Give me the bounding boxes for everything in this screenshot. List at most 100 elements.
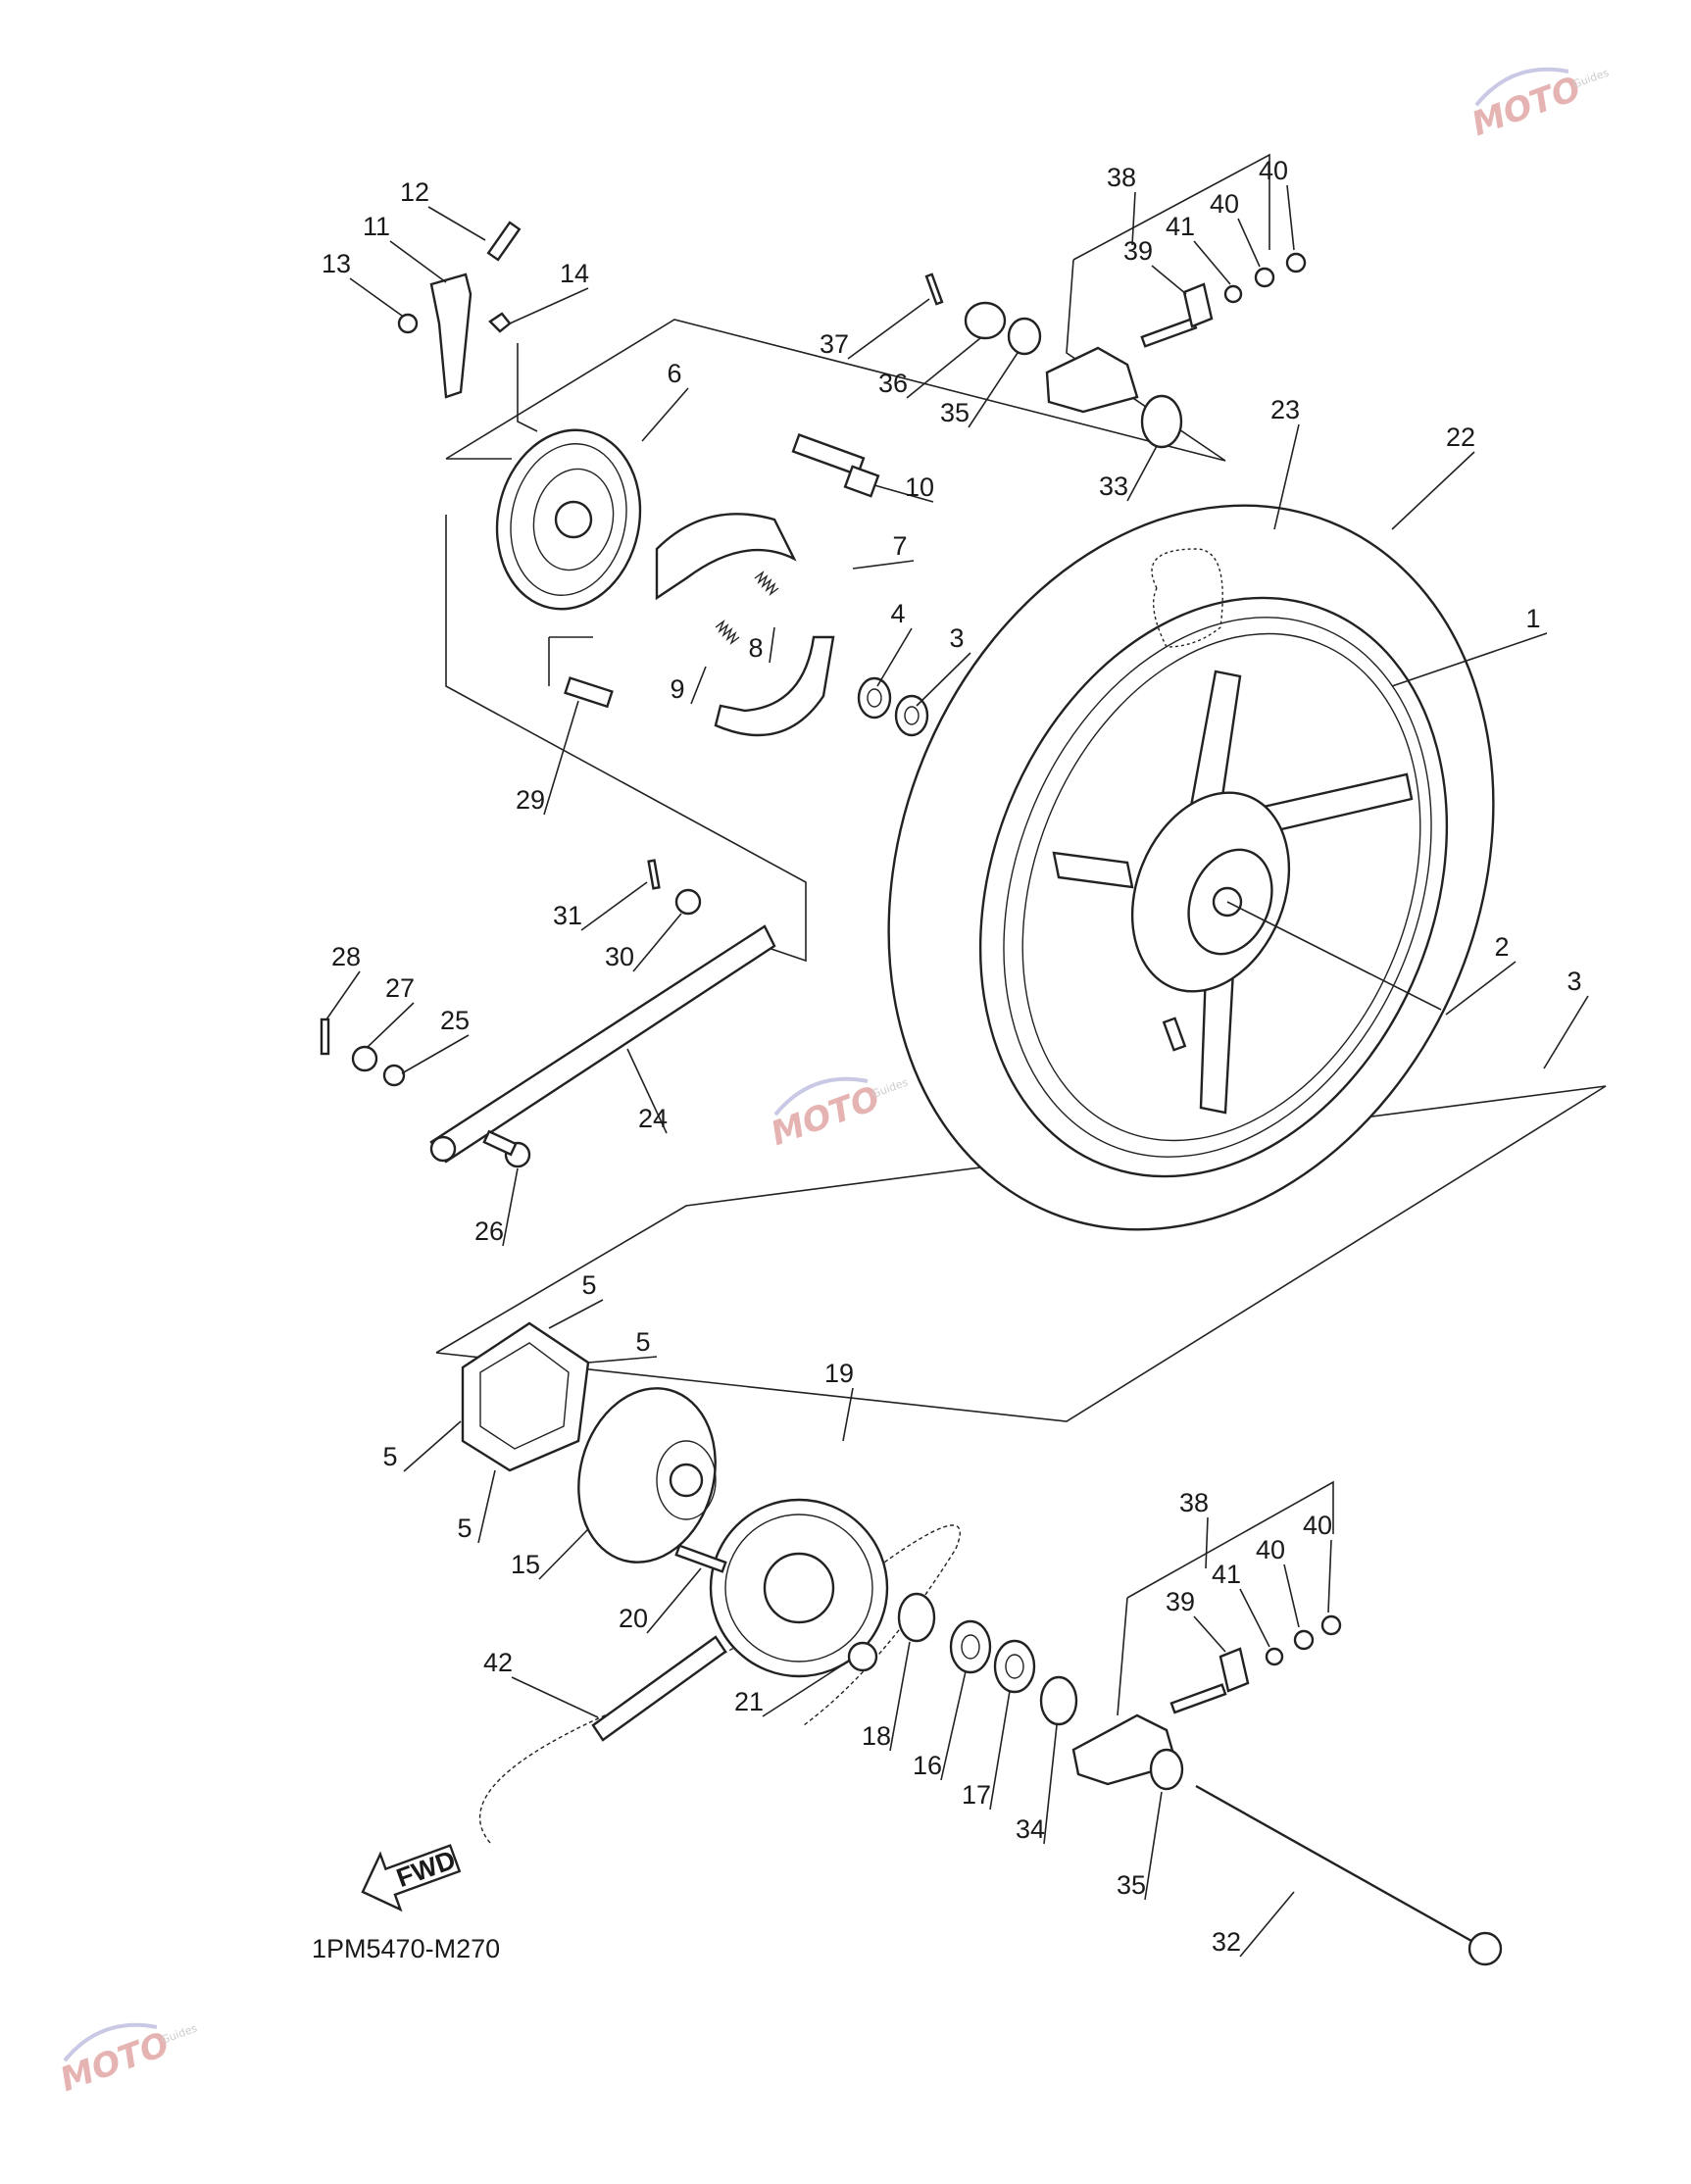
part-callout: 33 (1099, 472, 1128, 501)
moto-guides-logo-icon (1474, 67, 1569, 107)
inner-tube (1151, 548, 1223, 648)
part-callout: 10 (905, 472, 934, 502)
part-callout: 40 (1210, 189, 1239, 219)
leader-line (1327, 1539, 1332, 1613)
part-callout: 9 (670, 674, 684, 704)
leader-line (1391, 632, 1548, 687)
leader-line (1205, 1516, 1209, 1569)
leader-line (646, 1567, 702, 1634)
adjust-bolt-lower (1169, 1683, 1227, 1714)
washer-41-upper (1223, 284, 1243, 304)
leader-line (427, 206, 486, 241)
bearing-16 (949, 1619, 992, 1674)
leader-line (641, 387, 689, 442)
leader-line (876, 627, 913, 687)
damper-5 (461, 1321, 590, 1472)
collar-33 (1140, 394, 1183, 449)
leader-line (842, 1387, 854, 1442)
part-callout: 28 (331, 942, 361, 971)
watermark-logo-middle: MOTO Guides (766, 1075, 910, 1154)
chain-puller-upper (1045, 346, 1139, 414)
nut-40a-lower (1293, 1629, 1315, 1651)
drive-chain-42 (591, 1635, 727, 1742)
nut-40a-upper (1254, 267, 1275, 288)
part-callout: 5 (581, 1270, 596, 1300)
spoke-left (1052, 851, 1134, 889)
part-callout: 2 (1494, 932, 1509, 962)
part-callout: 7 (892, 531, 907, 561)
fwd-arrow-icon: FWD (361, 1844, 462, 1912)
leader-line (1151, 265, 1187, 295)
tension-bar-24 (429, 924, 776, 1164)
part-callout: 13 (322, 249, 351, 278)
part-callout: 24 (638, 1104, 668, 1133)
nut-30 (674, 888, 702, 916)
leader-line (626, 1048, 668, 1134)
watermark-brand: MOTO (1467, 69, 1586, 144)
part-callout: 30 (605, 942, 634, 971)
leader-line (1543, 995, 1589, 1069)
part-callout: 21 (734, 1687, 764, 1716)
part-callout: 4 (890, 599, 905, 628)
part-callout: 12 (400, 177, 429, 207)
upper-chain-puller (924, 252, 1307, 449)
watermark-logo-bottom-left: MOTO Guides (55, 2021, 199, 2100)
rim-inner (1003, 617, 1432, 1158)
brake-assembly (397, 221, 929, 737)
part-callout: 40 (1256, 1535, 1285, 1564)
leader-line (889, 1641, 911, 1752)
leader-line (403, 1420, 462, 1472)
leader-line (762, 1661, 849, 1717)
leader-line (1043, 1724, 1058, 1845)
leader-line (502, 1167, 519, 1247)
leader-line (968, 352, 1019, 428)
plate-39-lower (1219, 1647, 1250, 1693)
watermark-sub: Guides (870, 1075, 910, 1100)
part-callout: 38 (1107, 163, 1136, 192)
spring-9 (715, 619, 740, 646)
brake-shoe-upper (655, 513, 797, 601)
part-callout: 40 (1303, 1511, 1332, 1540)
camshaft-lever (429, 273, 472, 399)
bearing-4 (857, 676, 892, 720)
brake-shoe-lower (714, 635, 835, 737)
leader-line (632, 913, 682, 972)
leader-line (769, 626, 775, 664)
nut-36 (964, 301, 1007, 340)
part-callout: 18 (862, 1721, 891, 1751)
part-callout: 34 (1016, 1814, 1045, 1844)
part-callout: 1 (1525, 604, 1540, 633)
leader-line (580, 881, 648, 931)
fwd-label: FWD (393, 1845, 460, 1893)
part-callout: 20 (619, 1604, 648, 1633)
part-callout: 8 (748, 633, 763, 663)
part-callout: 39 (1166, 1587, 1195, 1616)
leader-line (587, 1356, 658, 1364)
watermark-logo-top-right: MOTO Guides (1467, 66, 1611, 144)
rim-inner-2 (1021, 632, 1421, 1142)
leader-line (367, 1002, 415, 1048)
part-callout: 29 (516, 785, 545, 815)
stud-bolt-20 (674, 1544, 727, 1573)
leader-line (349, 277, 403, 317)
washer-41-lower (1265, 1647, 1284, 1666)
nut-21 (847, 1641, 878, 1672)
leader-line (906, 337, 981, 399)
part-callout: 31 (553, 901, 582, 930)
bearing-3 (894, 694, 929, 737)
part-callout: 3 (1567, 967, 1581, 996)
leader-line (509, 287, 589, 324)
cotter-pin-31 (647, 859, 661, 890)
leader-line (1445, 961, 1517, 1016)
adjust-bolt-upper (1140, 317, 1198, 348)
leader-line (325, 970, 361, 1020)
leader-line (401, 1034, 470, 1074)
washer-25 (382, 1064, 406, 1087)
leader-line (1193, 240, 1231, 285)
cotter-pin-28 (320, 1018, 330, 1056)
part-callout: 11 (363, 212, 390, 241)
leader-line (852, 560, 915, 570)
indicator-14 (488, 312, 512, 333)
watermark-brand: MOTO (55, 2024, 174, 2100)
